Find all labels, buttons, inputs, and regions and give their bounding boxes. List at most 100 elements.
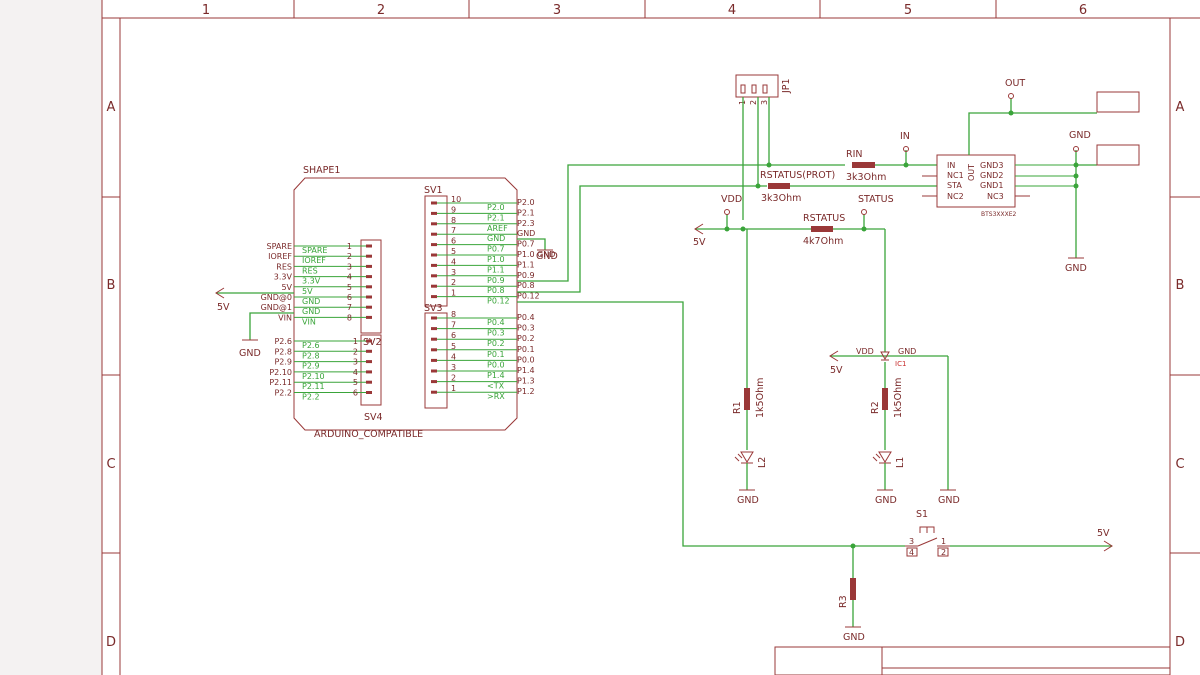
right-top-inner-label: AREF	[487, 224, 508, 233]
zone-col-2: 2	[377, 3, 385, 18]
left-pin-number: 6	[347, 293, 352, 302]
right-top-pin-contact	[431, 284, 437, 288]
r1-value: 1k5Ohm	[755, 378, 766, 418]
left-pin-number: 7	[347, 303, 352, 312]
jp1-name: JP1	[781, 78, 792, 94]
ic-pin-gnd3: GND3	[980, 161, 1003, 170]
right-bottom-pin-number: 5	[451, 342, 456, 351]
ic-pin-nc1: NC1	[947, 171, 964, 180]
left-inner-label: SPARE	[302, 246, 327, 255]
bottom-inner-label: P2.11	[302, 382, 325, 391]
s1-name: S1	[916, 509, 928, 520]
right-top-inner-label: P0.7	[487, 245, 505, 254]
left-outer-label: GND@0	[261, 293, 292, 302]
right-bottom-pin-contact	[431, 369, 437, 373]
bottom-pin-number: 5	[353, 378, 358, 387]
right-bottom-pin-contact	[431, 358, 437, 362]
left-pin-number: 5	[347, 283, 352, 292]
resistor-r3: R3 GND	[838, 546, 865, 643]
rin-value: 3k3Ohm	[846, 172, 886, 183]
gnd-l1-label: GND	[875, 495, 897, 506]
vdd-label: VDD	[721, 194, 742, 205]
left-pin-number: 1	[347, 242, 352, 251]
left-pin-contact	[366, 285, 372, 289]
ic1-vdd-label: VDD	[856, 347, 874, 356]
right-bottom-outer-label: P0.4	[517, 313, 535, 322]
zone-col-5: 5	[904, 3, 912, 18]
left-inner-label: RES	[302, 266, 318, 275]
bottom-pin-number: 4	[353, 368, 358, 377]
status-network: 5V VDD RSTATUS 4k7Ohm STATUS	[693, 194, 894, 352]
right-bottom-pin-number: 3	[451, 363, 456, 372]
left-pin-contact	[366, 315, 372, 319]
rstatus-value: 4k7Ohm	[803, 236, 843, 247]
right-bottom-outer-label: P0.3	[517, 324, 535, 333]
left-pin-contact	[366, 295, 372, 299]
bottom-outer-label: P2.2	[274, 389, 292, 398]
bottom-outer-label: P2.9	[274, 358, 292, 367]
bottom-outer-label: P2.10	[269, 368, 292, 377]
right-top-header-pins: 10P2.0P2.09P2.1P2.18AREFP2.37GNDGND6P0.7…	[431, 195, 555, 306]
bottom-outer-label: P2.6	[274, 337, 292, 346]
right-bottom-pin-number: 4	[451, 352, 456, 361]
zone-row-d-right: D	[1175, 635, 1185, 650]
right-bottom-inner-label: P0.3	[487, 329, 505, 338]
right-top-pin-number: 7	[451, 226, 456, 235]
jp1-pin-3: 3	[760, 100, 769, 105]
bottom-inner-label: P2.10	[302, 372, 325, 381]
ic1-name: IC1	[895, 360, 906, 368]
left-outer-label: GND@1	[261, 303, 292, 312]
right-top-pin-number: 1	[451, 289, 456, 298]
in-label: IN	[900, 131, 910, 142]
left-pin-contact	[366, 254, 372, 258]
right-top-inner-label: P1.1	[487, 265, 505, 274]
left-pin-contact	[366, 275, 372, 279]
net-label-in: IN	[900, 131, 910, 168]
zone-col-4: 4	[728, 3, 736, 18]
connector-gnd: GND GND	[1065, 130, 1140, 274]
bottom-pin-contact	[366, 339, 372, 343]
right-top-outer-label: GND	[517, 229, 535, 238]
five-v-button-label: 5V	[1097, 528, 1110, 539]
right-top-outer-label: P0.7	[517, 240, 535, 249]
right-top-pin-number: 5	[451, 247, 456, 256]
bottom-pin-contact	[366, 360, 372, 364]
s1-pin-1: 1	[941, 537, 946, 546]
left-pin-contact	[366, 305, 372, 309]
gnd-ic1-label: GND	[938, 495, 960, 506]
right-bottom-pin-number: 1	[451, 384, 456, 393]
left-inner-label: GND	[302, 307, 320, 316]
right-bottom-pin-contact	[431, 337, 437, 341]
zone-col-6: 6	[1079, 3, 1087, 18]
bottom-outer-label: P2.8	[274, 347, 292, 356]
gnd-left-label: GND	[239, 348, 261, 359]
five-v-left-label: 5V	[217, 302, 230, 313]
right-bottom-pin-number: 7	[451, 321, 456, 330]
right-bottom-inner-label: <TX	[487, 382, 505, 391]
right-bottom-outer-label: P0.0	[517, 355, 535, 364]
rin-name: RIN	[846, 149, 863, 160]
l2-name: L2	[757, 457, 768, 468]
l1-name: L1	[895, 457, 906, 468]
rstatus-prot-value: 3k3Ohm	[761, 193, 801, 204]
right-bottom-header-pins: 8P0.4P0.47P0.3P0.36P0.2P0.25P0.1P0.14P0.…	[431, 310, 535, 401]
bottom-pin-number: 2	[353, 347, 358, 356]
bottom-pin-contact	[366, 370, 372, 374]
gnd-sv1-label: GND	[536, 251, 558, 262]
right-bottom-pin-number: 2	[451, 374, 456, 383]
zone-row-d-left: D	[106, 635, 116, 650]
out-label: OUT	[1005, 78, 1025, 89]
right-bottom-pin-number: 6	[451, 331, 456, 340]
right-top-inner-label: P0.9	[487, 276, 505, 285]
zone-column-labels: 1 2 3 4 5 6	[202, 3, 1087, 18]
ic-pin-in: IN	[947, 161, 955, 170]
bottom-pin-contact	[366, 380, 372, 384]
right-top-inner-label: P0.8	[487, 286, 505, 295]
right-top-pin-contact	[431, 222, 437, 226]
right-bottom-inner-label: P1.4	[487, 371, 505, 380]
ic1-logic-chip: 5V VDD GND IC1 GND	[829, 347, 960, 506]
drawing-frame	[101, 0, 1200, 675]
left-outer-label: 3.3V	[274, 273, 293, 282]
left-pin-number: 8	[347, 313, 352, 322]
